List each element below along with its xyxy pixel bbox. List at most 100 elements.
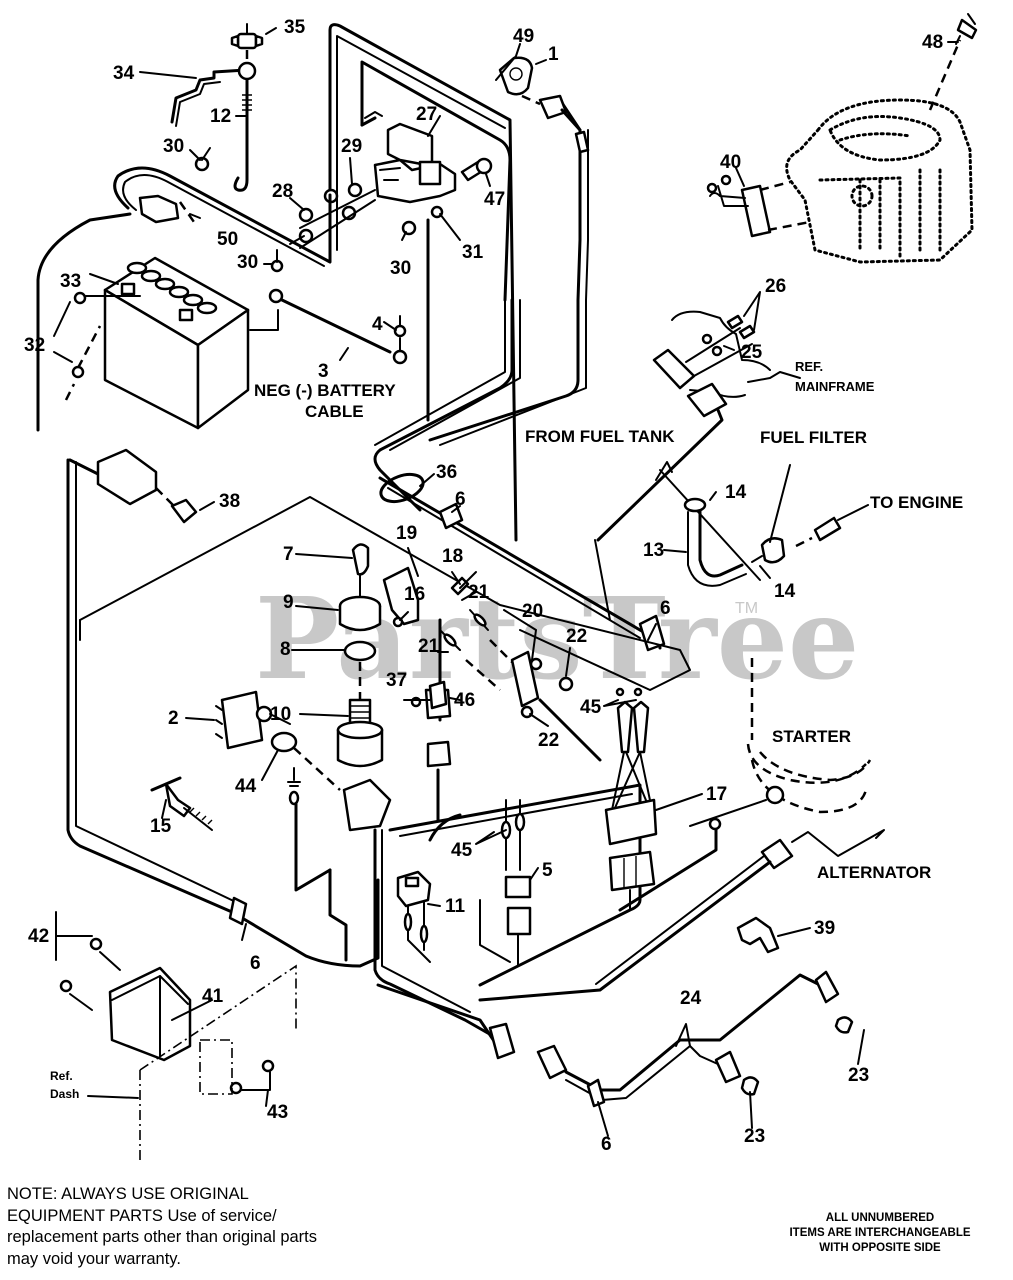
interchangeable-note-line1: ALL UNNUMBERED: [825, 1212, 935, 1224]
callout-30-top[interactable]: 30: [163, 136, 184, 157]
callout-33[interactable]: 33: [60, 271, 81, 292]
hardware-28-29-30-31: [194, 147, 444, 422]
callout-22-upper[interactable]: 22: [566, 626, 587, 647]
callout-19[interactable]: 19: [396, 523, 417, 544]
callout-2[interactable]: 2: [168, 708, 179, 729]
callout-46[interactable]: 46: [454, 690, 475, 711]
callout-21-upper[interactable]: 21: [468, 582, 490, 603]
callout-6-right[interactable]: 6: [660, 598, 671, 619]
callout-10[interactable]: 10: [270, 704, 291, 725]
callout-36[interactable]: 36: [436, 462, 457, 483]
label-neg-battery-cable: NEG (-) BATTERY: [254, 381, 396, 400]
callout-35[interactable]: 35: [284, 17, 306, 38]
warranty-note: NOTE: ALWAYS USE ORIGINAL EQUIPMENT PART…: [7, 1184, 337, 1270]
dash-panel-outline: [79, 496, 691, 691]
callout-6-bottom[interactable]: 6: [601, 1134, 612, 1155]
connector-17: [604, 687, 658, 911]
label-alternator: ALTERNATOR: [817, 863, 931, 882]
callout-12[interactable]: 12: [210, 106, 231, 127]
label-to-engine: TO ENGINE: [870, 493, 963, 512]
callout-20[interactable]: 20: [522, 601, 543, 622]
label-from-fuel-tank: FROM FUEL TANK: [525, 427, 675, 446]
bolt-15: [150, 776, 213, 831]
callout-6-left[interactable]: 6: [250, 953, 261, 974]
callout-13[interactable]: 13: [643, 540, 664, 561]
callout-34[interactable]: 34: [113, 63, 135, 84]
callout-37[interactable]: 37: [386, 670, 407, 691]
callout-38[interactable]: 38: [219, 491, 240, 512]
callout-14-top[interactable]: 14: [725, 482, 747, 503]
callout-30-mid[interactable]: 30: [237, 252, 258, 273]
callout-14-bottom[interactable]: 14: [774, 581, 796, 602]
main-harness-upper: [328, 23, 589, 542]
connector-5: [500, 799, 532, 967]
interchangeable-note: ALL UNNUMBERED ITEMS ARE INTERCHANGEABLE…: [760, 1211, 1000, 1256]
label-starter: STARTER: [772, 727, 851, 746]
callout-28[interactable]: 28: [272, 181, 293, 202]
label-ref-mainframe-2: MAINFRAME: [795, 379, 875, 394]
callout-1[interactable]: 1: [548, 44, 559, 65]
alternator-connector: [478, 829, 885, 1002]
interchangeable-note-line3: WITH OPPOSITE SIDE: [819, 1242, 941, 1254]
label-fuel-filter: FUEL FILTER: [760, 428, 867, 447]
starter: [618, 658, 872, 912]
callout-3[interactable]: 3: [318, 361, 329, 382]
callout-41[interactable]: 41: [202, 986, 224, 1007]
callout-11[interactable]: 11: [445, 896, 466, 917]
ignition-module-40: [706, 174, 811, 238]
callout-48[interactable]: 48: [922, 32, 943, 53]
callout-24[interactable]: 24: [680, 988, 702, 1009]
seat-switch-11: [396, 870, 432, 963]
callout-29[interactable]: 29: [341, 136, 362, 157]
callout-4[interactable]: 4: [372, 314, 383, 335]
callout-30-right[interactable]: 30: [390, 258, 411, 279]
callout-40[interactable]: 40: [720, 152, 741, 173]
watermark: PartsTree: [255, 574, 859, 705]
callout-22-lower[interactable]: 22: [538, 730, 559, 751]
callout-23-right[interactable]: 23: [848, 1065, 869, 1086]
callout-45-lower[interactable]: 45: [451, 840, 473, 861]
callout-42[interactable]: 42: [28, 926, 49, 947]
label-neg-battery-cable-2: CABLE: [305, 402, 364, 421]
lower-harness: [376, 970, 854, 1108]
callout-32[interactable]: 32: [24, 335, 45, 356]
callout-50[interactable]: 50: [217, 229, 238, 250]
toggle-switch-2: [215, 690, 341, 791]
positive-battery-cable-50: [36, 166, 332, 432]
callout-44[interactable]: 44: [235, 776, 257, 797]
spark-plug-48: [955, 13, 978, 45]
warranty-note-lead: NOTE: ALWAYS USE ORIGINAL EQUIPMENT PART…: [7, 1185, 249, 1225]
callout-45-upper[interactable]: 45: [580, 697, 602, 718]
label-ref-mainframe: REF.: [795, 359, 823, 374]
callout-21-lower[interactable]: 21: [418, 636, 440, 657]
clip-39: [736, 916, 780, 954]
callout-6-upper[interactable]: 6: [455, 489, 466, 510]
circuit-breaker-1: [498, 56, 590, 154]
callout-23-bottom[interactable]: 23: [744, 1126, 765, 1147]
callout-8[interactable]: 8: [280, 639, 291, 660]
battery: [64, 256, 250, 430]
relay-41: [55, 911, 297, 1160]
callout-7[interactable]: 7: [283, 544, 294, 565]
callout-26[interactable]: 26: [765, 276, 786, 297]
callout-25[interactable]: 25: [741, 342, 763, 363]
callout-9[interactable]: 9: [283, 592, 294, 613]
callout-27[interactable]: 27: [416, 104, 437, 125]
callout-16[interactable]: 16: [404, 584, 425, 605]
callout-47[interactable]: 47: [484, 189, 505, 210]
callout-39[interactable]: 39: [814, 918, 835, 939]
callout-17[interactable]: 17: [706, 784, 727, 805]
solenoid-27: [364, 111, 493, 204]
callout-15[interactable]: 15: [150, 816, 172, 837]
callout-43[interactable]: 43: [267, 1102, 288, 1123]
fuel-line-assembly: [594, 310, 771, 621]
label-ref-dash: Ref.: [50, 1069, 73, 1083]
callout-31[interactable]: 31: [462, 242, 484, 263]
callout-18[interactable]: 18: [442, 546, 463, 567]
callout-5[interactable]: 5: [542, 860, 553, 881]
leader-lines: [53, 27, 959, 1137]
watermark-tm: TM: [735, 600, 758, 617]
fuel-filter: [655, 461, 869, 587]
interlock-switch-assembly: [382, 566, 602, 762]
callout-49[interactable]: 49: [513, 26, 534, 47]
